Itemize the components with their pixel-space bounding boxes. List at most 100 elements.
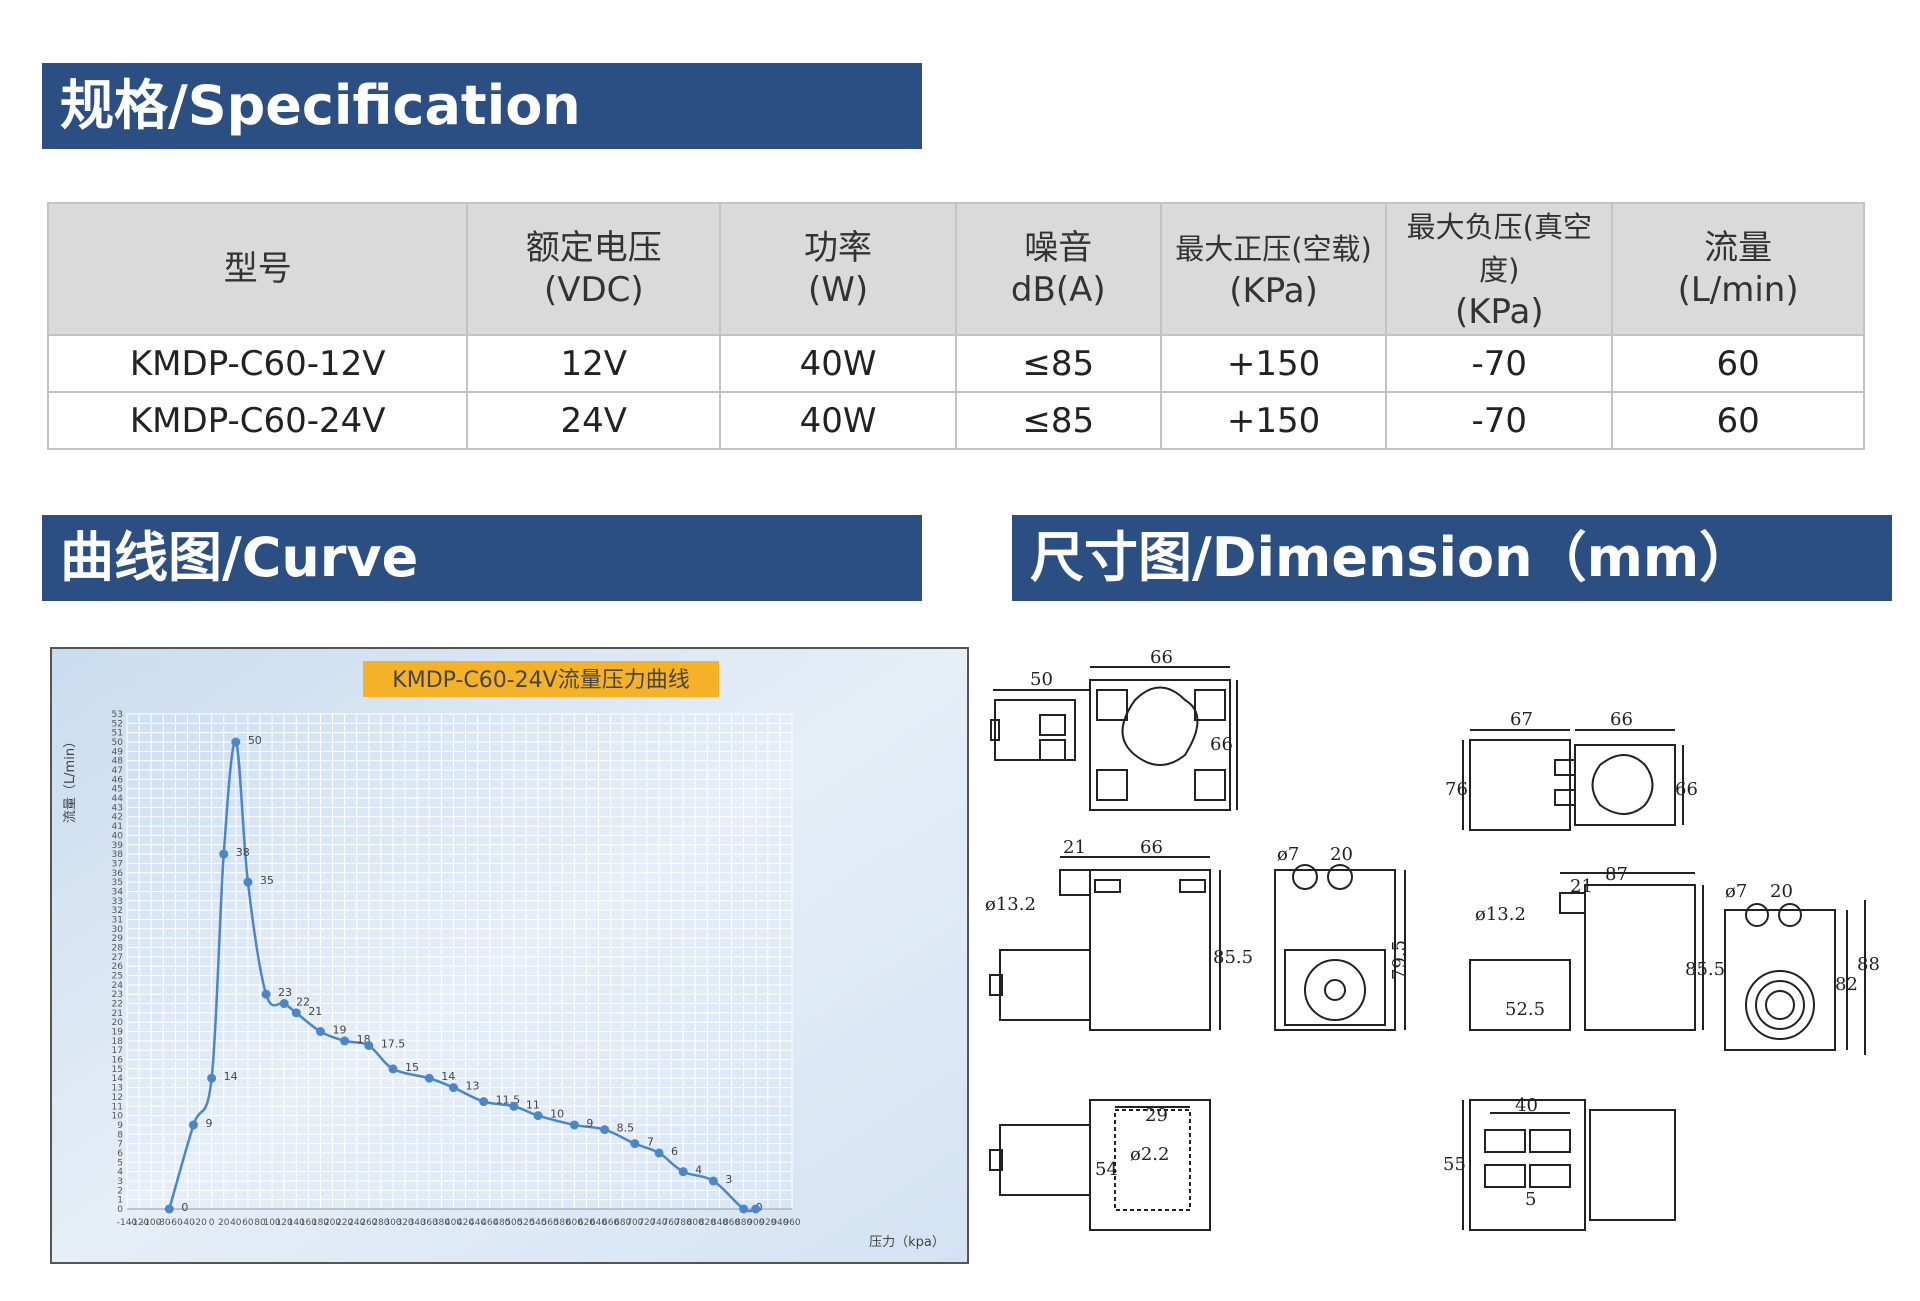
y-tick-label: 4 [117, 1168, 123, 1178]
data-label: 7 [647, 1136, 654, 1149]
dim-label: 20 [1330, 844, 1353, 865]
dim-label: 66 [1140, 837, 1163, 858]
y-tick-label: 43 [112, 803, 123, 813]
dimension-section-title: 尺寸图/Dimension（mm） [1012, 515, 1892, 601]
data-label: 50 [248, 734, 262, 747]
x-tick-label: 280 [372, 1218, 389, 1228]
table-row: KMDP-C60-24V 24V 40W ≤85 +150 -70 60 [46, 391, 1865, 450]
dim-label: 5 [1525, 1189, 1536, 1210]
data-point [448, 1083, 458, 1093]
x-tick-label: 500 [505, 1218, 522, 1228]
data-label: 9 [206, 1117, 213, 1130]
data-point [509, 1101, 519, 1111]
x-tick-label: 300 [384, 1218, 401, 1228]
data-point [479, 1097, 489, 1107]
table-row: KMDP-C60-12V 12V 40W ≤85 +150 -70 60 [46, 334, 1865, 393]
chart-title-box [363, 661, 719, 697]
data-point [751, 1204, 761, 1214]
data-label: 10 [550, 1108, 564, 1121]
data-label: 6 [671, 1145, 678, 1158]
y-tick-label: 21 [112, 1009, 123, 1019]
cell-max-vacuum: -70 [1385, 334, 1614, 393]
header-max-pressure: 最大正压(空载)(KPa) [1159, 202, 1388, 336]
drawing-front-view-right: ø7 20 88 82 [1724, 881, 1880, 1055]
dim-label: 66 [1675, 779, 1698, 800]
y-tick-label: 8 [117, 1130, 123, 1140]
data-label: 4 [695, 1164, 702, 1177]
x-tick-label: 820 [699, 1218, 716, 1228]
x-tick-label: 100 [263, 1218, 280, 1228]
x-tick-label: -140 [117, 1218, 138, 1228]
drawing-front-view: ø7 20 79.5 [1274, 844, 1410, 1031]
x-tick-label: 740 [650, 1218, 667, 1228]
curve-section-title: 曲线图/Curve [42, 515, 922, 601]
x-tick-label: 780 [675, 1218, 692, 1228]
y-tick-label: 39 [112, 841, 124, 851]
cell-flow: 60 [1611, 334, 1865, 393]
data-label: 11 [526, 1098, 540, 1111]
drawing-top-view-left: 50 66 66 [990, 647, 1238, 811]
x-tick-label: 620 [578, 1218, 595, 1228]
x-tick-label: 160 [300, 1218, 317, 1228]
data-point [231, 737, 241, 747]
data-point [291, 1008, 301, 1018]
x-tick-label: 20 [218, 1218, 230, 1228]
x-tick-label: 700 [626, 1218, 643, 1228]
x-tick-label: -120 [129, 1218, 150, 1228]
y-tick-label: 38 [112, 850, 124, 860]
drawing-base-view-right: 40 55 5 [1443, 1095, 1676, 1231]
dim-label: 82 [1835, 974, 1858, 995]
dim-label: 40 [1515, 1095, 1538, 1116]
data-label: 15 [405, 1061, 419, 1074]
x-tick-label: 960 [783, 1218, 800, 1228]
y-tick-label: 1 [117, 1196, 123, 1206]
y-tick-label: 47 [112, 766, 123, 776]
x-tick-label: 140 [288, 1218, 305, 1228]
cell-model: KMDP-C60-24V [46, 391, 469, 450]
header-max-vacuum: 最大负压(真空度)(KPa) [1385, 202, 1614, 336]
chart-grid [126, 713, 793, 1210]
x-tick-label: -100 [141, 1218, 162, 1228]
dim-label: 50 [1030, 669, 1053, 690]
data-point [364, 1041, 374, 1051]
dimension-drawings: 50 66 66 21 66 ø13.2 85.5 ø7 20 [985, 645, 1895, 1265]
y-tick-label: 44 [112, 794, 124, 804]
y-tick-label: 53 [112, 710, 123, 720]
dim-label: 67 [1510, 709, 1533, 730]
y-tick-label: 11 [112, 1102, 123, 1112]
y-tick-label: 33 [112, 897, 123, 907]
data-label: 9 [586, 1117, 593, 1130]
y-tick-label: 28 [112, 943, 124, 953]
cell-max-vacuum: -70 [1385, 391, 1614, 450]
y-tick-label: 40 [112, 831, 124, 841]
chart-title: KMDP-C60-24V流量压力曲线 [392, 668, 689, 693]
x-tick-label: 260 [360, 1218, 377, 1228]
data-point [207, 1073, 217, 1083]
data-point [261, 989, 271, 999]
data-point [533, 1111, 543, 1121]
data-label: 23 [278, 986, 292, 999]
y-tick-label: 15 [112, 1065, 123, 1075]
cell-flow: 60 [1611, 391, 1865, 450]
x-tick-label: 480 [493, 1218, 510, 1228]
x-tick-label: 220 [336, 1218, 353, 1228]
dim-label: 85.5 [1685, 959, 1725, 980]
x-tick-label: 940 [771, 1218, 788, 1228]
y-tick-label: 19 [112, 1028, 124, 1038]
y-tick-label: 7 [117, 1140, 123, 1150]
y-tick-label: 24 [112, 981, 124, 991]
x-tick-label: -80 [156, 1218, 171, 1228]
y-tick-label: 5 [117, 1158, 123, 1168]
spec-section-title: 规格/Specification [42, 63, 922, 149]
data-point [630, 1139, 640, 1149]
dim-label: 66 [1610, 709, 1633, 730]
header-voltage: 额定电压(VDC) [466, 202, 722, 336]
x-tick-label: 860 [723, 1218, 740, 1228]
y-tick-label: 16 [112, 1056, 124, 1066]
y-tick-label: 14 [112, 1074, 124, 1084]
data-point [678, 1167, 688, 1177]
data-label: 8.5 [617, 1122, 635, 1135]
y-tick-label: 6 [117, 1149, 123, 1159]
